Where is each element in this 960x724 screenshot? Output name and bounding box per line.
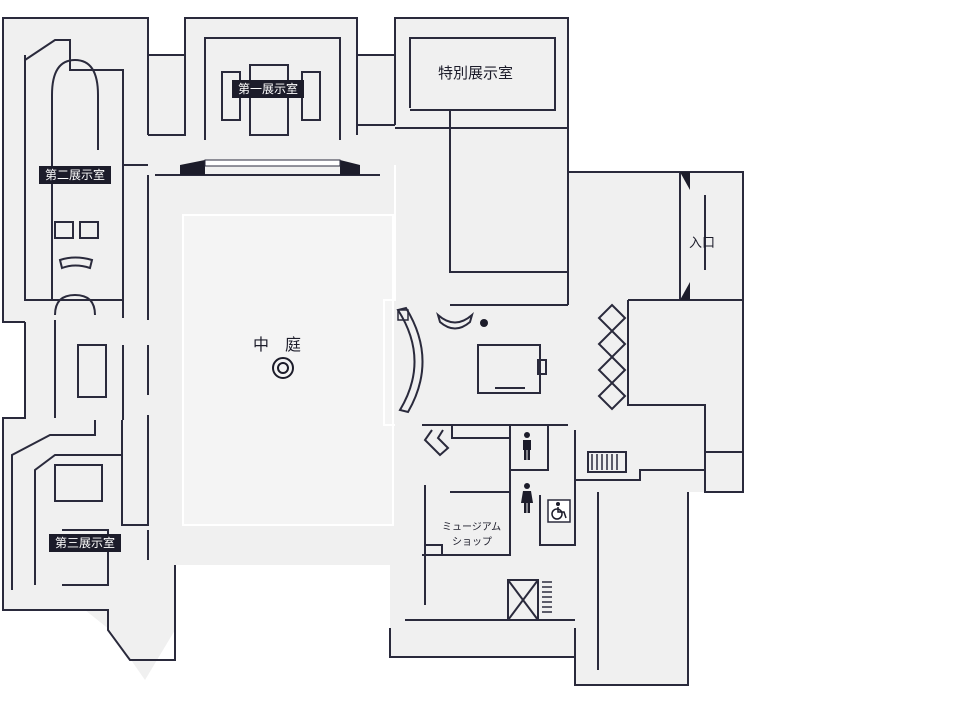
floor-areas (3, 18, 743, 685)
second-gallery-label: 第二展示室 (39, 166, 112, 184)
male-restroom-icon (523, 432, 531, 460)
first-gallery-label: 第一展示室 (232, 80, 305, 98)
museum-shop-label-line2: ショップ (452, 537, 492, 548)
courtyard-label: 中 庭 (253, 335, 302, 354)
courtyard-marker-icon (272, 357, 294, 379)
special-gallery-label: 特別展示室 (438, 64, 514, 82)
entrance-label: 入口 (689, 236, 716, 251)
walls (2, 17, 744, 686)
courtyard-border (182, 214, 394, 526)
museum-shop-label-line1: ミュージアム (442, 522, 502, 533)
third-gallery-label: 第三展示室 (49, 534, 122, 552)
stairs-icon (542, 454, 618, 613)
stage (180, 159, 690, 300)
female-restroom-icon (521, 483, 533, 513)
wheelchair-restroom-icon (547, 499, 571, 523)
lobby-elements (396, 303, 627, 457)
